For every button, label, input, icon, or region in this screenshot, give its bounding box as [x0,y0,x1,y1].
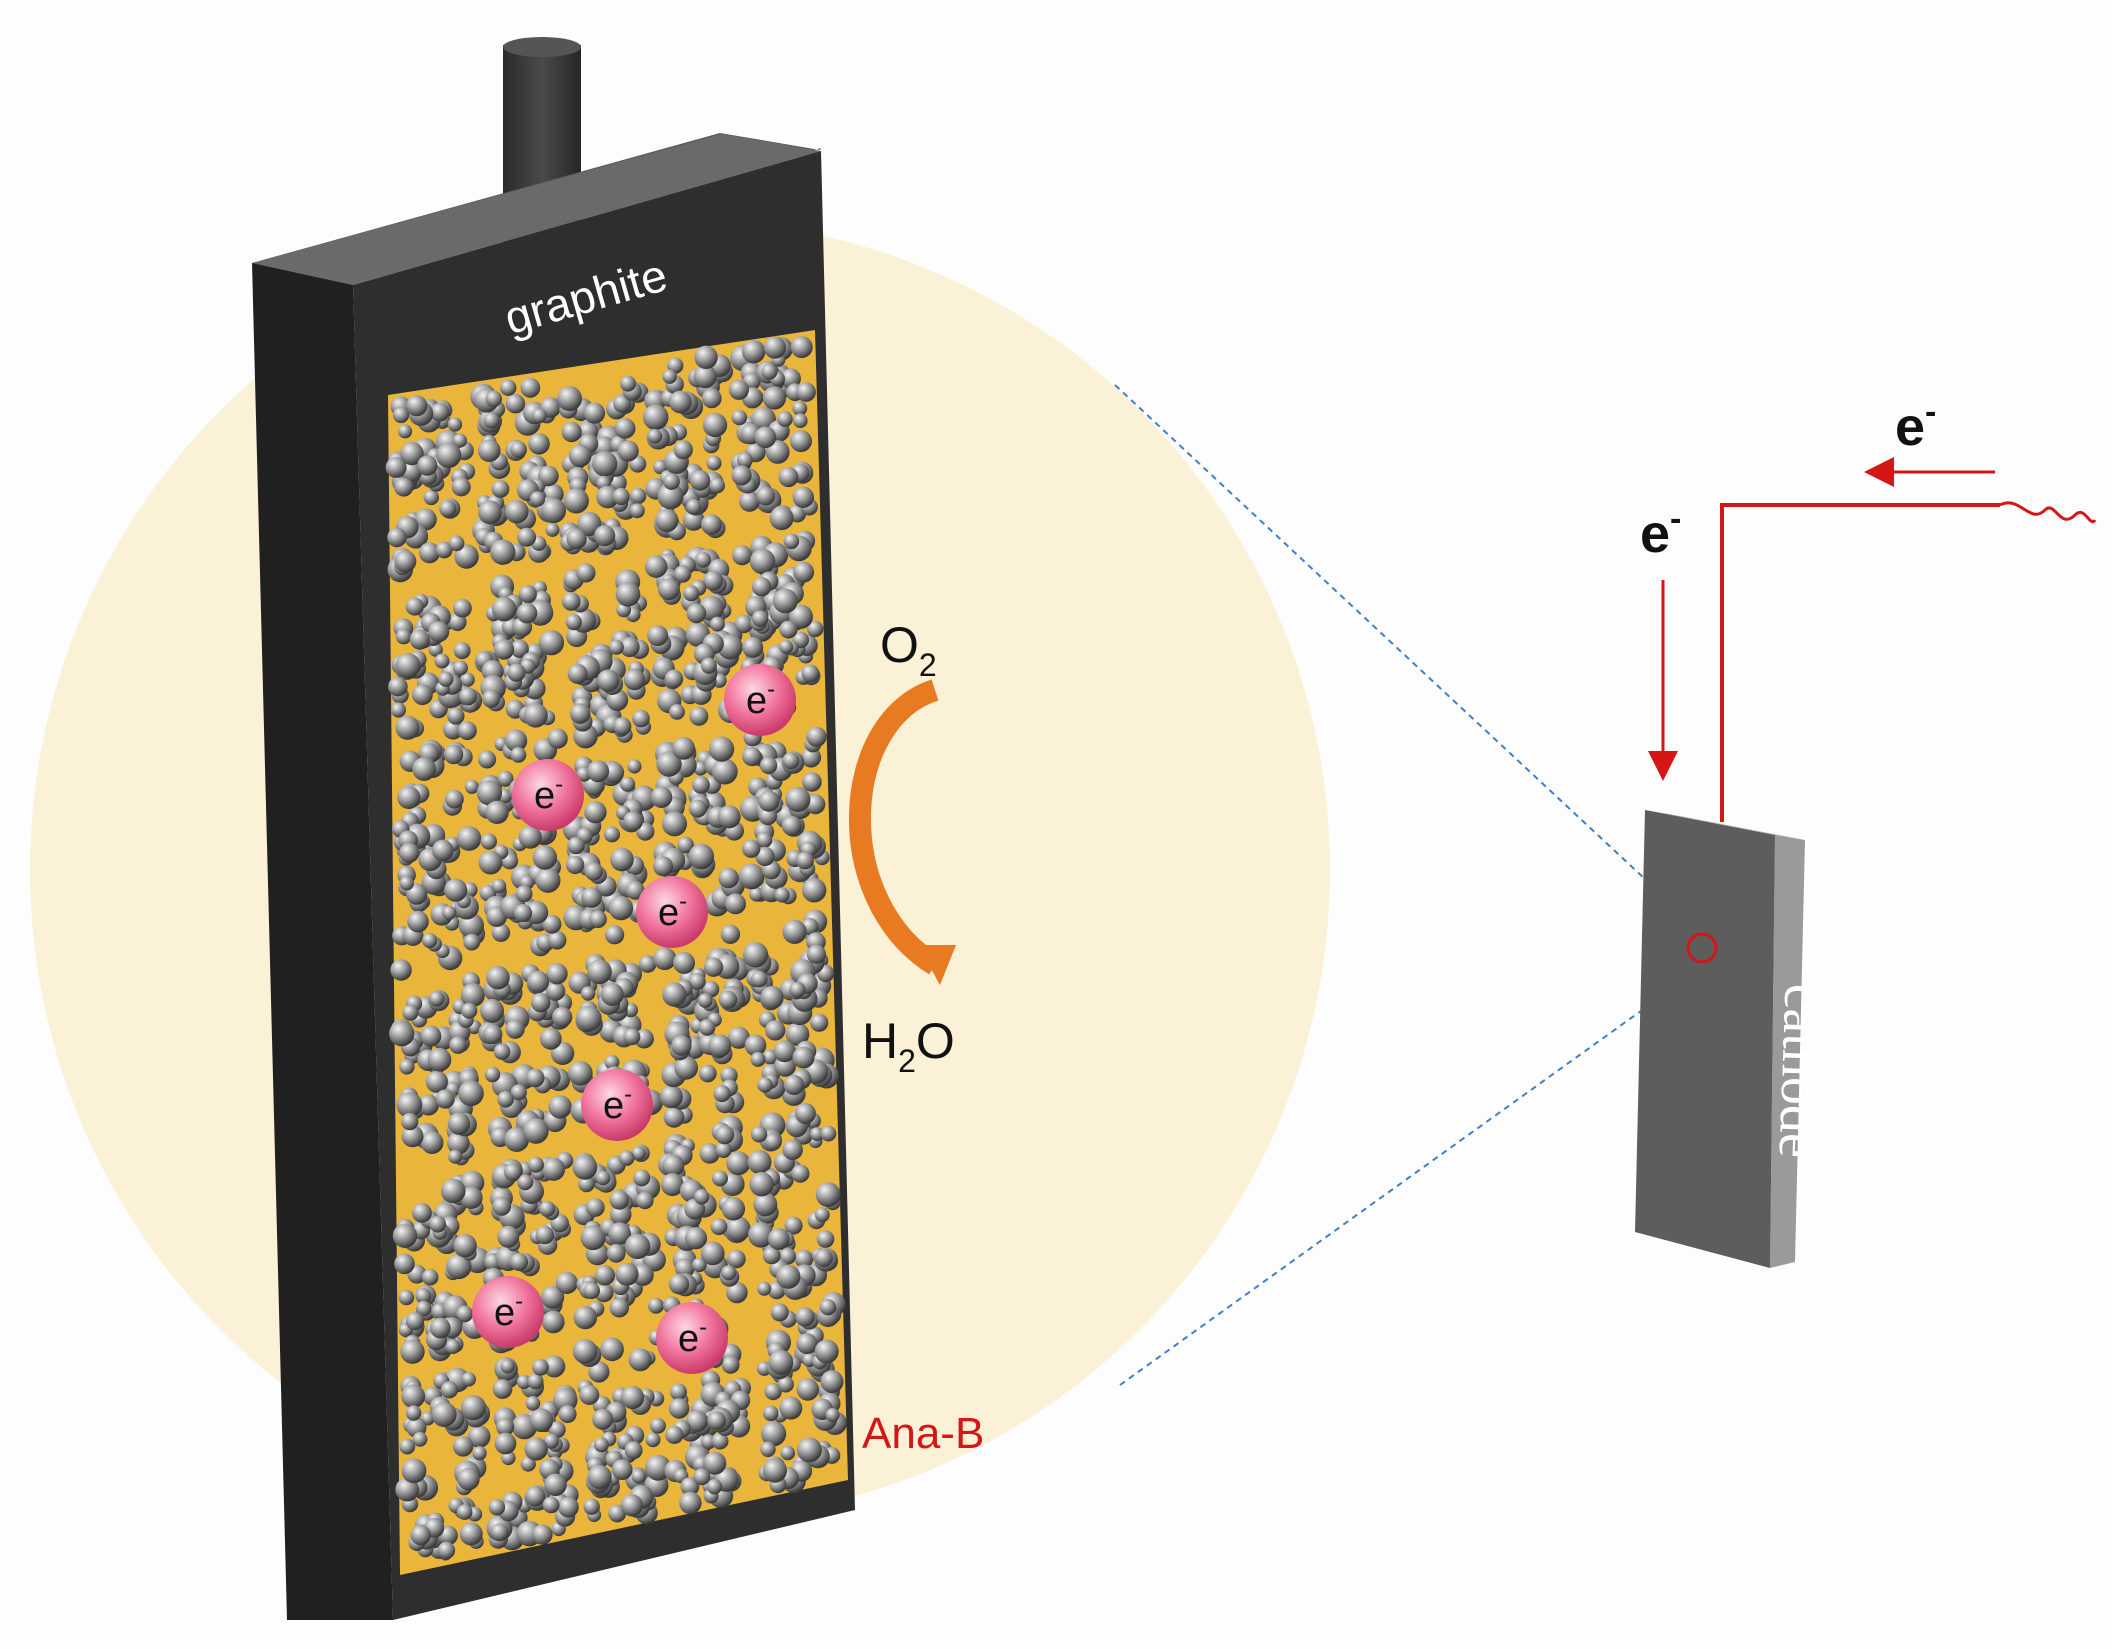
enzyme-cluster [658,1115,752,1315]
reaction-arrow [848,679,942,975]
enzyme-cluster [572,1329,671,1525]
electron-label-left: e- [1640,500,1681,564]
cathode-electrode [1635,810,1805,1268]
ana-b-label: Ana-B [862,1409,984,1458]
svg-text:e-: e- [658,888,687,934]
wire-tail [1999,501,2097,524]
enzyme-cluster [385,395,479,583]
enzyme-cluster [644,546,744,726]
svg-text:e-: e- [746,676,775,722]
cathode-face [1635,810,1775,1268]
svg-text:e-: e- [494,1288,523,1334]
electron-1: e- [724,664,796,736]
electron-5: e- [472,1276,544,1348]
graphite-rod-top [503,37,581,57]
enzyme-cluster [392,1170,491,1364]
enzyme-cluster [756,1292,847,1494]
electron-4: e- [581,1069,653,1141]
enzyme-cluster [389,972,485,1166]
cathode-side [1770,835,1805,1268]
electron-2: e- [512,759,584,831]
electron-label-top: e- [1895,393,1936,457]
enzyme-cluster [474,574,568,769]
enzyme-cluster [388,593,483,781]
enzyme-cluster [395,1367,491,1561]
cathode-zoom-marker [1686,932,1718,964]
reaction-arrow-head [918,945,956,985]
enzyme-cluster [478,963,575,1152]
enzyme-cluster [561,563,652,749]
enzyme-cluster [390,779,486,981]
cathode-label: cathode [1767,983,1835,1159]
o2-label: O2 [880,617,937,683]
external-wire [1720,503,2000,822]
electrode-left-side [252,263,393,1620]
enzyme-cluster [470,377,566,565]
enzyme-cluster [747,1103,841,1300]
zoom-line-top [1114,384,1706,936]
svg-text:e-: e- [678,1314,707,1360]
enzyme-cluster [742,909,839,1106]
svg-text:e-: e- [534,771,563,817]
enzyme-cluster [642,345,733,541]
svg-text:e-: e- [603,1081,632,1127]
enzyme-cluster [653,924,751,1128]
enzyme-cluster [728,336,818,531]
electron-6: e- [656,1302,728,1374]
h2o-label: H2O [862,1013,955,1079]
electrode-top-face-2 [252,134,821,285]
enzyme-coating-area [385,330,848,1575]
cathode-top [1645,810,1805,840]
enzyme-cluster [557,375,649,556]
enzyme-cluster [650,736,746,922]
electron-3: e- [636,876,708,948]
enzyme-cluster [572,1144,666,1330]
enzyme-cluster [486,1355,579,1551]
